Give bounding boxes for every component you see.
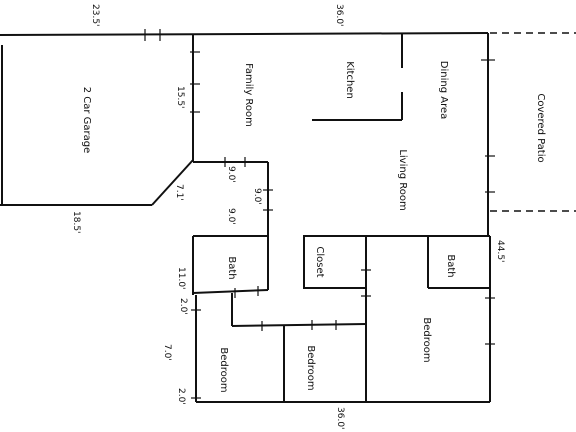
room-label-dining-area: Dining Area (438, 61, 449, 119)
dim-garage-top: 23.5' (90, 4, 100, 27)
dim-hall-d: 2.0' (178, 298, 188, 315)
room-label-family-room: Family Room (243, 63, 254, 127)
room-label-bath-right: Bath (445, 254, 456, 277)
dimension-labels: 23.5' 36.0' 15.5' 18.5' 7.1' 9.0' 9.0' 9… (71, 4, 505, 430)
garage-angled-wall (151, 159, 194, 206)
room-label-bath-left: Bath (226, 256, 237, 279)
room-label-garage: 2 Car Garage (81, 87, 92, 154)
dim-bottom-width: 36.0' (335, 407, 345, 430)
dim-top-width: 36.0' (334, 4, 344, 27)
bedroom-top-wall (231, 323, 367, 327)
dim-hall-a: 9.0' (226, 166, 236, 183)
closet-walls (303, 235, 367, 289)
room-label-covered-patio: Covered Patio (535, 93, 546, 162)
bath-left-bottom-wall (192, 289, 269, 294)
room-label-bedroom-left: Bedroom (218, 347, 229, 392)
walls (0, 32, 576, 403)
room-labels: 2 Car Garage Family Room Kitchen Dining … (81, 61, 546, 393)
dim-garage-bottom: 18.5' (71, 211, 81, 234)
dimension-ticks (144, 29, 495, 399)
room-label-living-room: Living Room (397, 149, 408, 210)
room-label-kitchen: Kitchen (344, 61, 355, 99)
dim-bath-height: 11.0' (176, 267, 186, 290)
dim-angled-wall: 7.1' (174, 184, 184, 201)
room-label-closet: Closet (314, 246, 325, 277)
dim-hall-c: 9.0' (226, 208, 236, 225)
dim-bedroom-left-height: 7.0' (162, 344, 172, 361)
room-label-bedroom-middle: Bedroom (305, 345, 316, 390)
room-label-bedroom-right: Bedroom (421, 317, 432, 362)
dim-bottom-offset: 2.0' (176, 388, 186, 405)
dim-right-depth: 44.5' (495, 240, 505, 263)
dim-family-room-height: 15.5' (175, 86, 185, 109)
dim-hall-b: 9.0' (252, 188, 262, 205)
top-wall (0, 32, 489, 36)
